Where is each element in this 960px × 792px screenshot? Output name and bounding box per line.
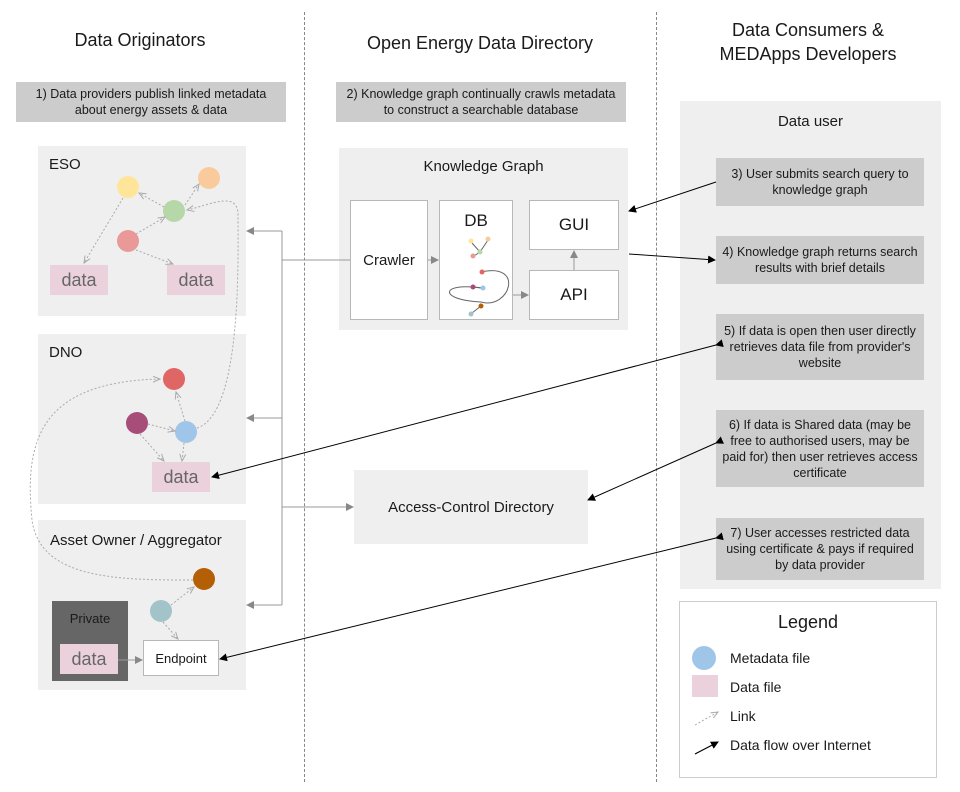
legend-metadata-label: Metadata file bbox=[730, 650, 811, 666]
step-4: 4) Knowledge graph returns search result… bbox=[716, 236, 924, 284]
eso-metadata-node-orange[interactable] bbox=[198, 167, 220, 189]
eso-metadata-node-yellow[interactable] bbox=[117, 176, 139, 198]
dno-data-file[interactable]: data bbox=[152, 462, 210, 492]
dno-metadata-node-plum[interactable] bbox=[126, 412, 148, 434]
column-title-directory: Open Energy Data Directory bbox=[366, 33, 594, 53]
legend-metadata-swatch bbox=[692, 646, 716, 670]
column-title-consumers-line1: Data Consumers & bbox=[731, 20, 885, 40]
asset-metadata-node-brown[interactable] bbox=[193, 568, 215, 590]
dno-metadata-node-blue[interactable] bbox=[175, 421, 197, 443]
dno-label: DNO bbox=[49, 344, 83, 361]
legend: Legend Metadata file Data file Link Data… bbox=[679, 601, 937, 778]
divider-right bbox=[656, 12, 657, 782]
endpoint-box[interactable]: Endpoint bbox=[143, 640, 219, 676]
step-5: 5) If data is open then user directly re… bbox=[716, 314, 924, 380]
legend-title: Legend bbox=[777, 612, 839, 632]
data-user-title: Data user bbox=[777, 113, 844, 130]
gui-box[interactable]: GUI bbox=[529, 200, 619, 250]
column-title-consumers-line2: MEDApps Developers bbox=[719, 44, 897, 64]
private-zone: Private data bbox=[52, 601, 128, 681]
step-3: 3) User submits search query to knowledg… bbox=[716, 158, 924, 206]
access-control-directory[interactable]: Access-Control Directory bbox=[354, 470, 588, 544]
db-label: DB bbox=[464, 211, 488, 230]
eso-label: ESO bbox=[49, 156, 81, 173]
legend-datafile-swatch bbox=[692, 675, 718, 697]
eso-data-file-2[interactable]: data bbox=[167, 265, 225, 295]
divider-left bbox=[304, 12, 305, 782]
column-title-originators: Data Originators bbox=[74, 30, 206, 50]
dno-metadata-node-red[interactable] bbox=[163, 368, 185, 390]
eso-data-file-1[interactable]: data bbox=[50, 265, 108, 295]
knowledge-graph-title: Knowledge Graph bbox=[423, 158, 544, 175]
flow-step7-to-endpoint bbox=[219, 532, 724, 662]
flow-step5-to-dno-data bbox=[211, 339, 724, 480]
eso-metadata-node-green[interactable] bbox=[163, 200, 185, 222]
access-control-label: Access-Control Directory bbox=[388, 498, 554, 516]
private-data-file[interactable]: data bbox=[60, 644, 118, 674]
note-step2: 2) Knowledge graph continually crawls me… bbox=[336, 82, 626, 122]
db-box[interactable]: DB bbox=[439, 200, 513, 320]
asset-owner-label: Asset Owner / Aggregator bbox=[50, 532, 222, 549]
private-label: Private bbox=[69, 611, 111, 626]
legend-flow-label: Data flow over Internet bbox=[730, 737, 871, 753]
crawler-box[interactable]: Crawler bbox=[350, 200, 428, 320]
legend-link-label: Link bbox=[730, 708, 756, 724]
eso-metadata-node-pink[interactable] bbox=[117, 230, 139, 252]
step-6: 6) If data is Shared data (may be free t… bbox=[716, 410, 924, 487]
legend-datafile-label: Data file bbox=[730, 679, 782, 695]
api-box[interactable]: API bbox=[529, 270, 619, 320]
asset-metadata-node-teal[interactable] bbox=[150, 600, 172, 622]
column-title-consumers: Data Consumers & MEDApps Developers bbox=[690, 18, 926, 66]
note-step1: 1) Data providers publish linked metadat… bbox=[16, 82, 286, 122]
step-7: 7) User accesses restricted data using c… bbox=[716, 518, 924, 580]
